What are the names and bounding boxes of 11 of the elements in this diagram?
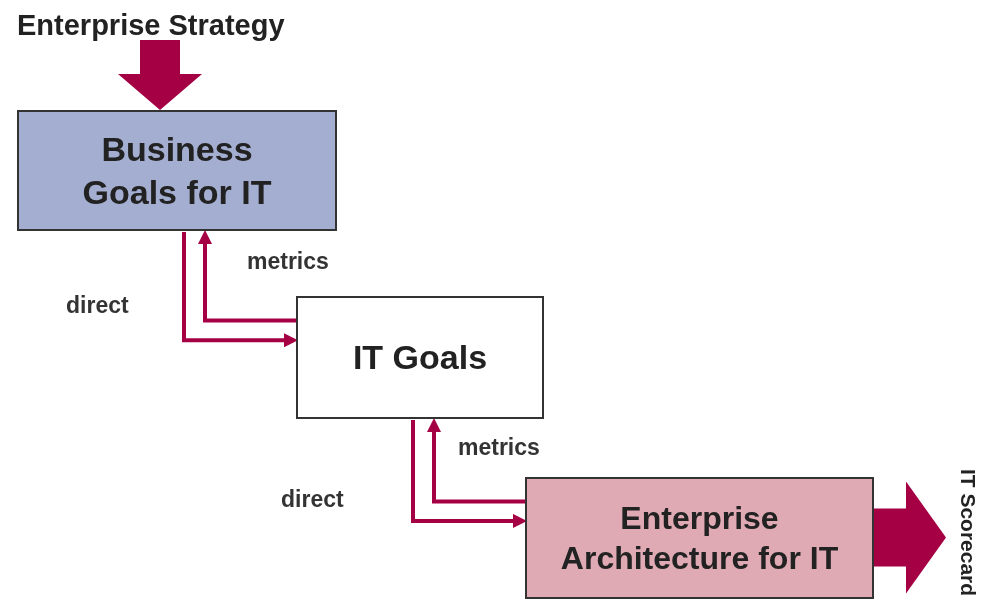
arrow <box>411 420 527 528</box>
arrow <box>182 232 298 348</box>
goal-box: Business Goals for IT <box>17 110 337 231</box>
block-arrow <box>874 481 946 594</box>
architecture-box: Enterprise Architecture for IT <box>525 477 874 599</box>
goal-box: IT Goals <box>296 296 544 419</box>
title-text: Enterprise Strategy <box>17 4 285 48</box>
vertical-label: IT Scorecard <box>958 468 980 597</box>
arrow <box>427 418 525 504</box>
arrow <box>198 230 296 323</box>
block-arrow <box>118 40 202 110</box>
